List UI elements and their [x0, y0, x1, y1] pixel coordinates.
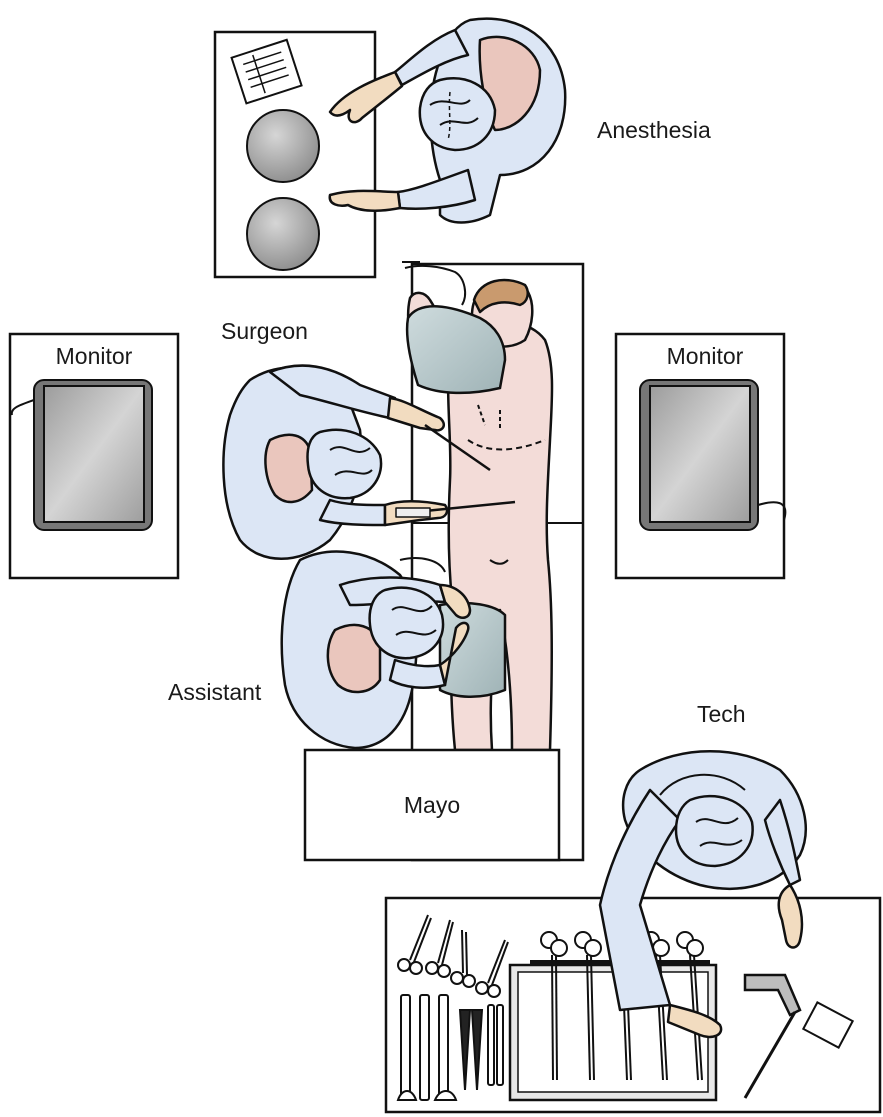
clamp-icon [540, 931, 568, 1081]
clipboard-icon [230, 38, 303, 105]
scissors-group [397, 914, 509, 998]
clamp-icon [574, 931, 602, 1081]
mayo-label: Mayo [404, 792, 460, 818]
tech-label: Tech [697, 701, 746, 727]
forceps-icon [470, 1009, 484, 1091]
retractors-group [396, 994, 504, 1101]
scissors-icon [397, 914, 432, 975]
monitor-right-label: Monitor [667, 343, 744, 369]
monitor-left-label: Monitor [56, 343, 133, 369]
anesthesia-disk-2 [246, 197, 320, 271]
surgeon-label: Surgeon [221, 318, 308, 344]
gauze-pad [801, 1001, 855, 1049]
forceps-icon [458, 1009, 472, 1091]
mayo-stand: Mayo [303, 748, 561, 862]
scissors-icon [475, 939, 509, 998]
anesthesia-disk-1 [246, 109, 320, 183]
anesthesia-cart [213, 30, 377, 279]
assistant-label: Assistant [168, 679, 262, 705]
stapler-icon [743, 973, 802, 1099]
scissors-icon [425, 919, 454, 978]
anesthesia-person [328, 17, 567, 224]
assistant-person [280, 550, 472, 750]
scissors-icon [450, 929, 476, 988]
anesthesia-label: Anesthesia [597, 117, 711, 143]
tech-person [598, 750, 807, 1039]
monitor-left: Monitor [8, 332, 180, 580]
monitor-right: Monitor [614, 332, 787, 580]
head-pad [402, 261, 507, 395]
surgeon-person [222, 364, 516, 560]
